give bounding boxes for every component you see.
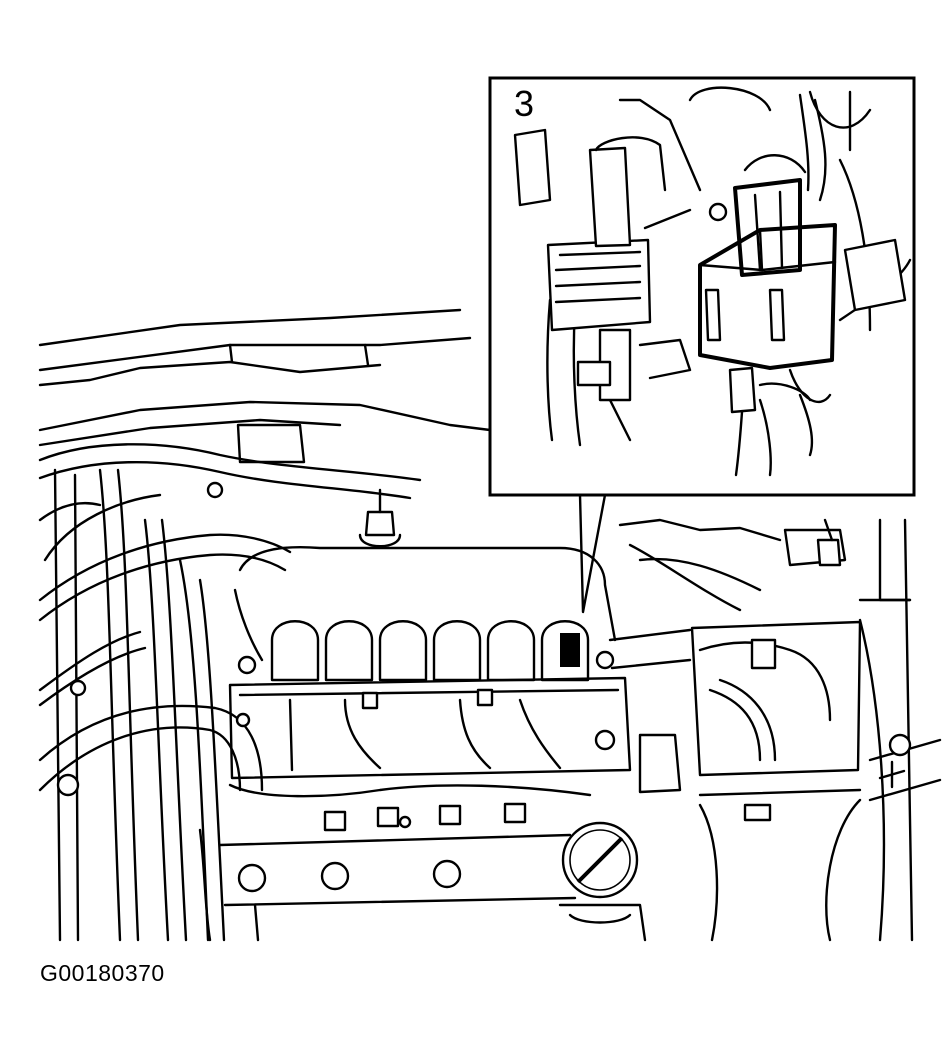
figure-id-label: G00180370	[40, 960, 165, 986]
callout-number-3: 3	[514, 83, 535, 124]
intake-manifold	[228, 546, 692, 780]
detail-callout-box	[488, 76, 916, 497]
fuel-rail	[198, 783, 647, 942]
